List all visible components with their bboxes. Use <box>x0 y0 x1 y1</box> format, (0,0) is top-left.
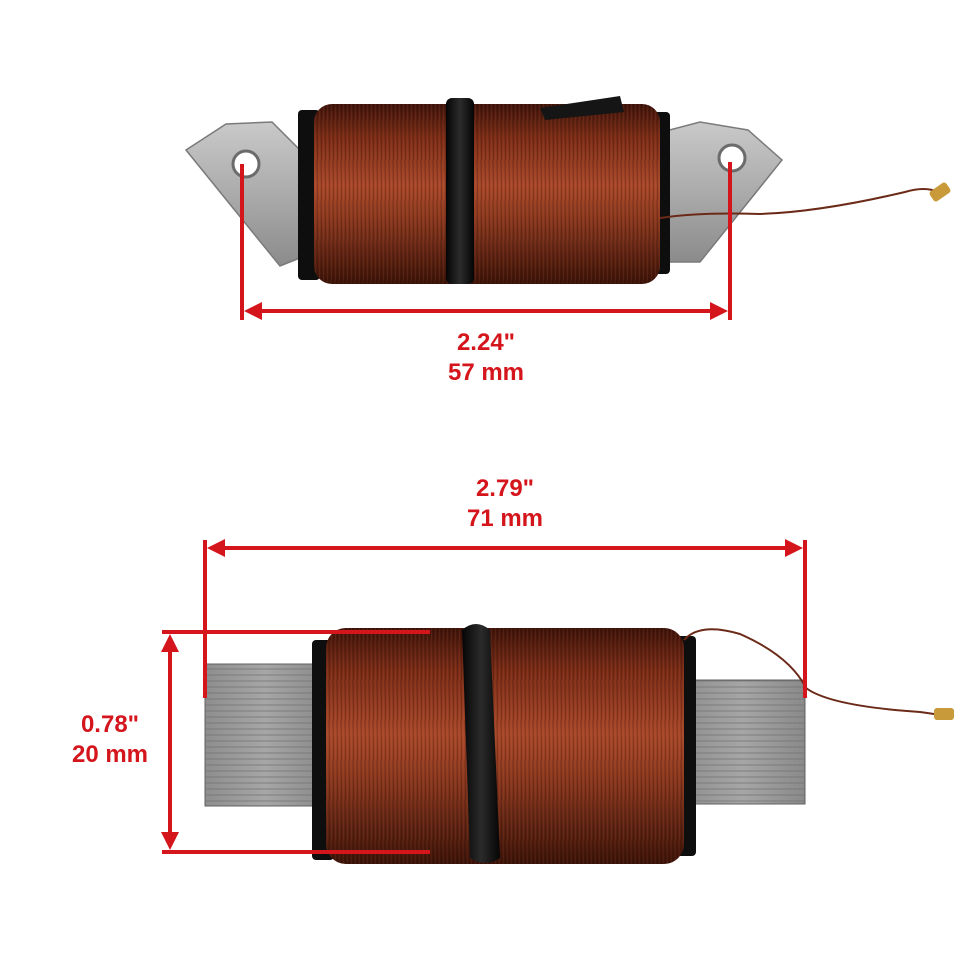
top-width-metric: 57 mm <box>447 359 525 386</box>
side-length-metric: 71 mm <box>466 505 544 532</box>
top-lead-wire <box>659 188 939 219</box>
top-width-imperial: 2.24" <box>456 329 516 356</box>
bottom-wire-terminal <box>934 708 954 720</box>
left-mount-hole <box>231 149 261 179</box>
top-wire-terminal <box>929 182 951 202</box>
top-center-band <box>446 98 474 284</box>
side-height-imperial: 0.78" <box>80 711 140 738</box>
side-height-metric: 20 mm <box>71 741 149 768</box>
top-width-label: 2.24" 57 mm <box>436 328 536 388</box>
top-coil <box>184 96 951 284</box>
top-width-dimension <box>240 162 732 320</box>
side-height-label: 0.78" 20 mm <box>60 710 160 770</box>
side-length-imperial: 2.79" <box>475 475 535 502</box>
bottom-coil <box>204 624 954 864</box>
side-length-label: 2.79" 71 mm <box>455 474 555 534</box>
side-height-dimension <box>161 630 430 854</box>
bottom-center-band <box>462 624 500 863</box>
side-length-dimension <box>203 539 807 698</box>
right-bracket-ear <box>661 121 784 263</box>
